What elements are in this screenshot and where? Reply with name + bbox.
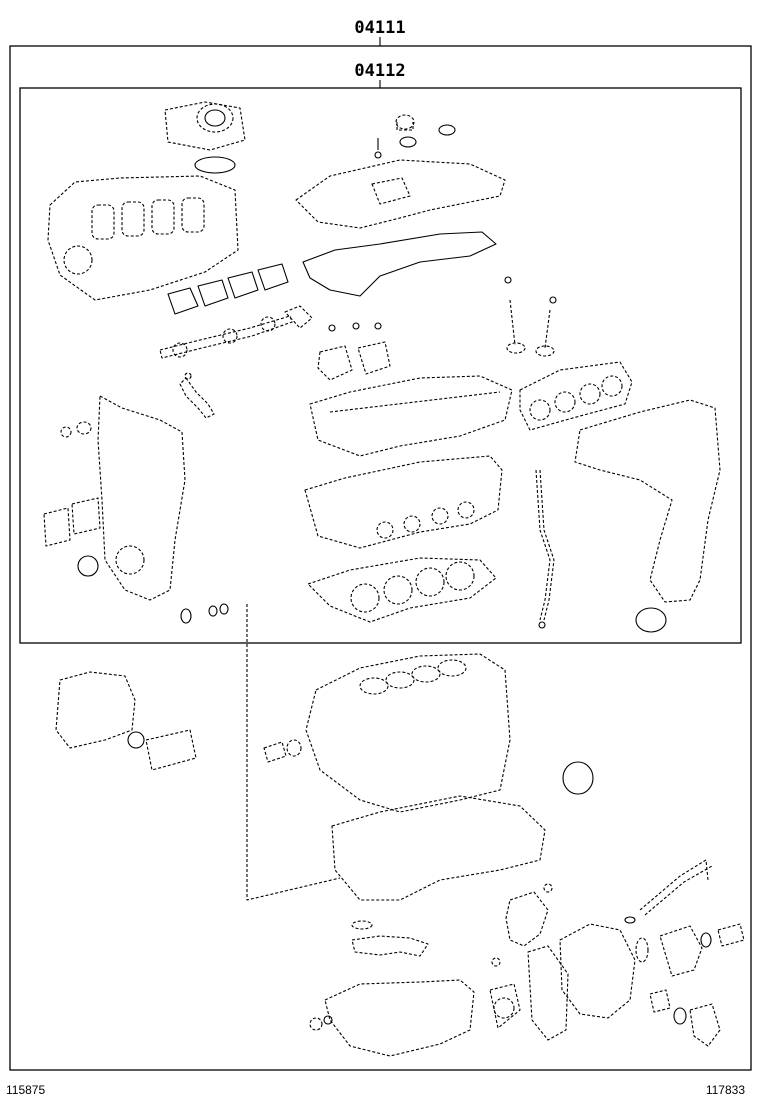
head-cover-gasket [302,231,497,297]
water-pump-gasket [505,883,553,947]
cylinder-head-cover [295,159,506,229]
cylinder-block [305,653,511,813]
drain-plug [309,1015,333,1031]
spark-plug [179,372,215,419]
oil-pan-upper [331,795,546,901]
exhaust-manifold [574,399,721,603]
camshaft [159,305,313,359]
water-temperature-sensor [700,923,745,948]
camshaft-housing [309,375,513,457]
throttle-body [164,101,246,151]
label-outer-kit: 04111 [354,18,405,38]
thermostat-gasket [624,916,649,963]
cylinder-head-gasket [307,557,497,623]
oil-pressure-switch [263,739,302,763]
exhaust-valve [535,296,557,357]
footer-right-code: 117833 [706,1083,745,1097]
cylinder-head [304,455,503,549]
intake-valve [504,276,526,354]
oil-filter-bracket [527,945,569,1041]
water-bypass-pipe [639,859,713,916]
outer-frame [9,45,752,1071]
oil-pressure-sender [649,989,687,1025]
water-inlet-gasket [145,729,197,771]
rear-oil-seal [127,731,145,749]
timing-chain-cover [97,395,186,601]
intake-manifold-gaskets [167,263,289,315]
head-cover-seal-ring [438,124,456,136]
water-pump-pulley [489,957,521,1029]
water-pump [559,923,636,1019]
camshaft-bearing-caps [317,322,391,381]
inner-frame [19,87,742,644]
timing-cover-seals [60,421,99,577]
intake-manifold [47,175,239,301]
oil-strainer [351,920,429,957]
oil-pan [324,979,475,1057]
exhaust-ring-gasket [635,607,667,633]
oil-filler-cap [395,114,415,131]
oil-filler-cap-gasket [399,136,417,148]
exhaust-manifold-gasket [519,361,633,431]
rear-oil-seal-retainer [55,671,136,749]
water-inlet-housing [689,1003,721,1047]
footer-left-code: 115875 [6,1083,45,1097]
head-cover-bolt [374,138,382,159]
o-rings [180,603,229,624]
throttle-body-gasket [194,156,236,174]
crankshaft-front-seal [562,761,594,795]
water-outlet [659,925,703,977]
kit-leader [246,604,341,901]
label-inner-kit: 04112 [354,61,405,81]
timing-cover-gaskets [43,497,101,547]
oil-dipstick-guide [535,469,555,629]
